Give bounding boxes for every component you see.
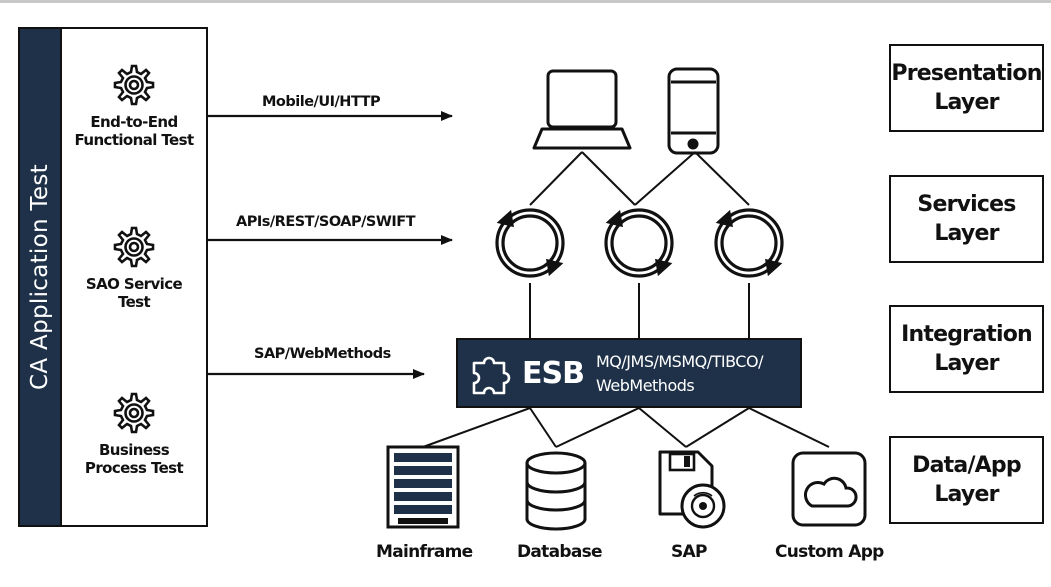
data-label-database: Database: [517, 542, 603, 562]
layer-line2: Layer: [934, 482, 999, 507]
service-cycle-icon: [604, 208, 674, 278]
test-sao-service[interactable]: SAO Service Test: [62, 225, 206, 311]
data-label-mainframe: Mainframe: [376, 542, 473, 562]
esb-desc-line1: MQ/JMS/MSMQ/TIBCO/: [596, 352, 763, 371]
connector-lines: [422, 151, 830, 448]
test-panel: End-to-End Functional Test SAO Service T…: [62, 27, 208, 527]
top-border: [0, 0, 1051, 3]
test-label-line1: Business: [98, 441, 170, 459]
floppy-disc-icon: [658, 450, 726, 529]
test-end-to-end[interactable]: End-to-End Functional Test: [62, 63, 206, 149]
esb-box: ESB MQ/JMS/MSMQ/TIBCO/ WebMethods: [456, 338, 802, 408]
test-label-line2: Functional Test: [74, 131, 194, 149]
test-label-line2: Process Test: [84, 459, 184, 477]
gear-icon: [113, 392, 155, 434]
esb-label: ESB: [522, 356, 585, 391]
test-label-line2: Test: [117, 293, 151, 311]
test-business-process[interactable]: Business Process Test: [62, 391, 206, 477]
cloud-app-icon: [791, 451, 867, 527]
puzzle-icon: [472, 356, 511, 395]
laptop-icon: [532, 69, 632, 150]
test-label-line1: SAO Service: [85, 275, 183, 293]
esb-desc-line2: WebMethods: [596, 376, 695, 395]
test-label-line1: End-to-End: [90, 113, 178, 131]
service-cycle-icon: [714, 208, 784, 278]
server-rack-icon: [386, 445, 460, 529]
layer-line2: Layer: [934, 221, 999, 246]
protocol-arrows: [208, 111, 453, 379]
layer-line2: Layer: [934, 90, 999, 115]
layer-line2: Layer: [934, 351, 999, 376]
layer-line1: Services: [917, 192, 1016, 217]
data-label-sap: SAP: [671, 542, 707, 562]
database-icon: [525, 451, 587, 531]
layer-line1: Integration: [901, 322, 1033, 347]
gear-icon: [113, 64, 155, 106]
data-label-custom-app: Custom App: [775, 542, 884, 562]
sidebar-banner: CA Application Test: [18, 27, 62, 527]
protocol-mobile-label: Mobile/UI/HTTP: [262, 94, 381, 110]
layer-line1: Presentation: [891, 61, 1042, 86]
protocol-apis-label: APIs/REST/SOAP/SWIFT: [236, 214, 416, 230]
service-cycle-icon: [495, 208, 565, 278]
protocol-sap-label: SAP/WebMethods: [254, 346, 391, 362]
gear-icon: [113, 226, 155, 268]
mobile-phone-icon: [667, 67, 720, 155]
layer-line1: Data/App: [912, 453, 1021, 478]
